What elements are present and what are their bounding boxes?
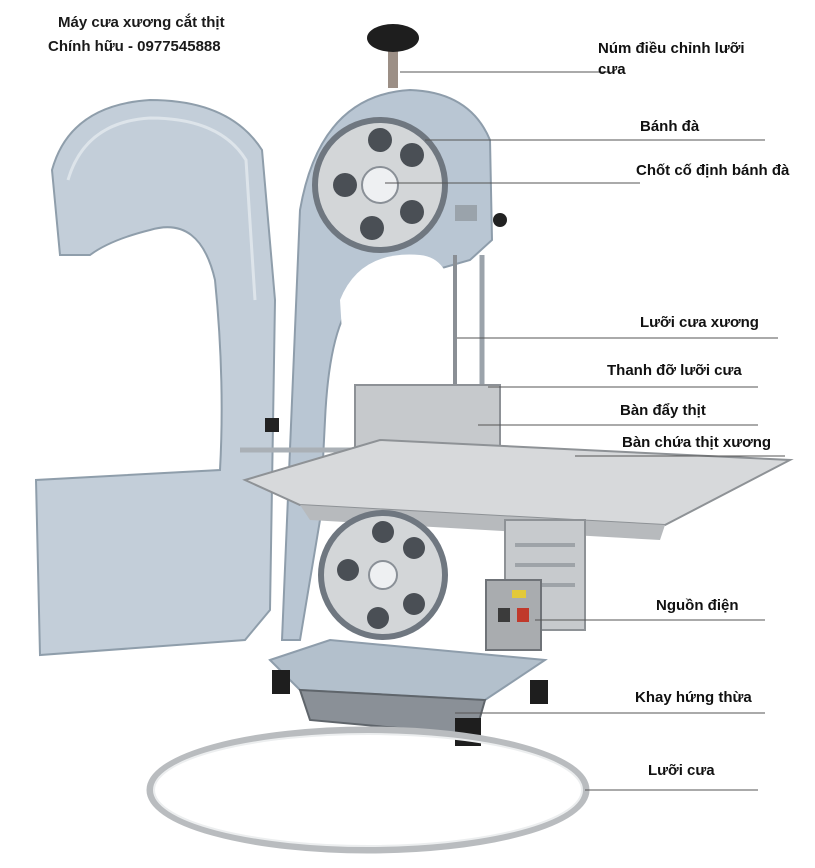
adjust-knob-shaft (388, 48, 398, 88)
leader-lines (385, 71, 785, 791)
label-flywheel: Bánh đà (640, 118, 700, 135)
contact-line: Chính hữu - 0977545888 (48, 38, 221, 55)
label-adjust-knob: Núm điều chỉnh lưỡi cưa (598, 40, 745, 78)
open-door-panel (34, 98, 277, 657)
label-bone-saw-blade: Lưỡi cưa xương (640, 314, 759, 331)
label-push-plate: Bàn đẩy thịt (620, 402, 706, 419)
adjust-knob (367, 24, 419, 52)
label-cutting-table: Bàn chứa thịt xương (622, 434, 772, 451)
spare-saw-blade (146, 726, 590, 854)
label-spare-blade: Lưỡi cưa (648, 762, 715, 779)
label-scrap-tray: Khay hứng thừa (635, 689, 752, 706)
cutting-table (242, 438, 794, 527)
label-flywheel-pin: Chốt cố định bánh đà (636, 162, 790, 179)
label-power: Nguồn điện (656, 597, 739, 614)
flywheel-pin (455, 205, 477, 221)
diagram-title: Máy cưa xương cắt thịt (58, 14, 225, 31)
machine-base (268, 638, 548, 702)
label-blade-guide: Thanh đỡ lưỡi cưa (607, 362, 742, 379)
